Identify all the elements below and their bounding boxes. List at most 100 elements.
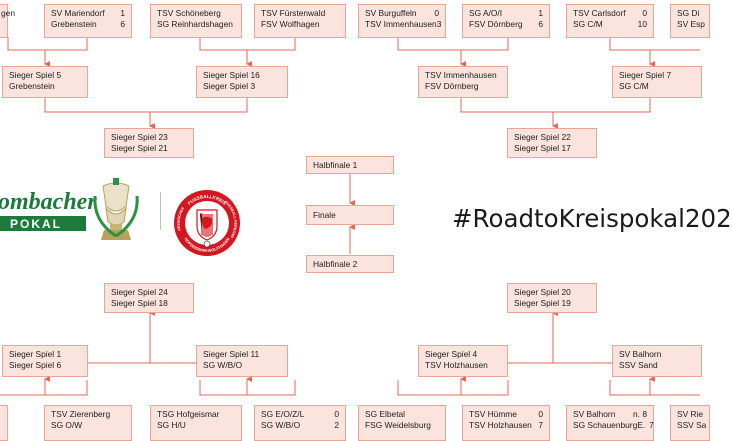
match-box: Sieger Spiel 5 Grebenstein [2,66,88,98]
team-name: FSG Weidelsburg [365,420,431,430]
team-name: SG H/U [157,420,186,430]
team-name: SV Balhorn [573,409,616,419]
match-box: SV Rie SSV Sa [670,405,710,441]
team-name: SV Rie [677,409,704,419]
team-name: TSV Hümme [469,409,517,419]
seal-ring-left: HESSISCHER [177,206,186,231]
team-name: SSV Sa [677,420,707,430]
match-box: TSV Hümme 0 TSV Holzhausen 7 [462,405,550,441]
team-name: TSV Schöneberg [157,8,221,18]
match-box: TSV Fürstenwald FSV Wolfhagen [254,4,346,38]
team-name: SG Elbetal [365,409,406,419]
logo-divider [160,192,161,230]
match-box: TSV Carlsdorf 0 SG C/M 10 [566,4,654,38]
score: 0 [334,409,339,419]
krombacher-pokal-logo: ombacher POKAL [0,176,160,248]
match-label: Sieger Spiel 1 [9,349,62,359]
match-label: TSV Holzhausen [425,360,488,370]
match-box: TSV Schöneberg SG Reinhardshagen [150,4,242,38]
score: 0 [538,409,543,419]
team-name: FSV Wolfhagen [261,19,320,29]
match-label: Sieger Spiel 3 [203,81,256,91]
match-label: Sieger Spiel 21 [111,143,168,153]
team-name: SG E/O/Z/L [261,409,305,419]
trophy-icon [93,178,139,240]
match-box: SV Balhorn SSV Sand [612,345,702,377]
match-box: Sieger Spiel 24 Sieger Spiel 18 [104,283,194,313]
match-box: gen [0,4,15,38]
score: n. 8 [633,409,647,419]
team-name: Grebenstein [51,19,97,29]
team-name: SV Burguffeln [365,8,417,18]
match-box: SG A/O/I 1 FSV Dörnberg 6 [462,4,550,38]
team-name: SG Reinhardshagen [157,19,233,29]
semifinal-2-box: Halbfinale 2 [306,255,394,273]
score: 0 [434,8,439,18]
match-label: Sieger Spiel 7 [619,70,672,80]
team-name: SG W/B/O [261,420,301,430]
match-box: TSG Hofgeismar SG H/U [150,405,242,441]
team-name: TSV Zierenberg [51,409,111,419]
match-label: SV Balhorn [619,349,662,359]
fussballkreis-seal: FUSSBALLKREIS HOFGEISMAR-WOLFHAGEN HESSI… [172,188,242,258]
match-box: Sieger Spiel 23 Sieger Spiel 21 [104,128,194,158]
match-label: SSV Sand [619,360,658,370]
team-name: SG Di [677,8,700,18]
match-label: Sieger Spiel 16 [203,70,260,80]
brand-wordmark: ombacher [0,189,97,215]
hessian-lion-crest-icon [196,209,218,248]
match-box: SG E/O/Z/L 0 SG W/B/O 2 [254,405,346,441]
team-name: TSV Carlsdorf [573,8,626,18]
semifinal-1-box: Halbfinale 1 [306,156,394,174]
match-label: TSV Immenhausen [425,70,497,80]
team-name: SG A/O/I [469,8,503,18]
score: 10 [637,19,647,29]
team-name: FSV Dörnberg [469,19,523,29]
team-name: TSV Fürstenwald [261,8,326,18]
score: 2 [334,420,339,430]
score: 6 [120,19,125,29]
match-label: Sieger Spiel 20 [514,287,571,297]
match-label: Sieger Spiel 11 [203,349,260,359]
final-box: Finale [306,205,394,225]
team-name: TSV Holzhausen [469,420,532,430]
match-label: Sieger Spiel 23 [111,132,168,142]
match-box: SG Elbetal FSG Weidelsburg [358,405,446,441]
match-label: Sieger Spiel 24 [111,287,168,297]
match-label: Sieger Spiel 17 [514,143,571,153]
match-label: Sieger Spiel 6 [9,360,62,370]
team-name: SV Mariendorf [51,8,105,18]
score: 6 [538,19,543,29]
tournament-bracket: gen SV Mariendorf 1 Grebenstein 6 TSV Schö… [0,4,732,441]
team-name: SG C/M [573,19,603,29]
score: 0 [642,8,647,18]
match-box: TSV Zierenberg SG O/W [44,405,132,441]
team-name: gen [1,8,15,18]
match-label: Halbfinale 2 [313,259,358,269]
team-name: TSG Hofgeismar [157,409,220,419]
match-box: Sieger Spiel 7 SG C/M [612,66,702,98]
score: 3 [436,19,442,29]
match-label: SG W/B/O [203,360,243,370]
match-label: FSV Dörnberg [425,81,479,91]
match-box: SV Mariendorf 1 Grebenstein 6 [44,4,132,38]
match-label: Finale [313,210,336,220]
match-label: Sieger Spiel 22 [514,132,571,142]
match-box [0,405,8,441]
pokal-wordmark: POKAL [10,217,62,231]
match-box: Sieger Spiel 4 TSV Holzhausen [418,345,508,377]
match-label: Sieger Spiel 19 [514,298,571,308]
score: 7 [649,420,654,430]
team-name: TSV Immenhausen [365,19,437,29]
score: 1 [120,8,125,18]
match-label: Sieger Spiel 5 [9,70,62,80]
match-label: Halbfinale 1 [313,160,358,170]
match-label: SG C/M [619,81,649,91]
match-label: Sieger Spiel 18 [111,298,168,308]
match-box: TSV Immenhausen FSV Dörnberg [418,66,508,98]
score: 1 [538,8,543,18]
team-name: SG SchauenburgE. [573,420,646,430]
match-box: Sieger Spiel 20 Sieger Spiel 19 [507,283,597,313]
score: 7 [538,420,543,430]
